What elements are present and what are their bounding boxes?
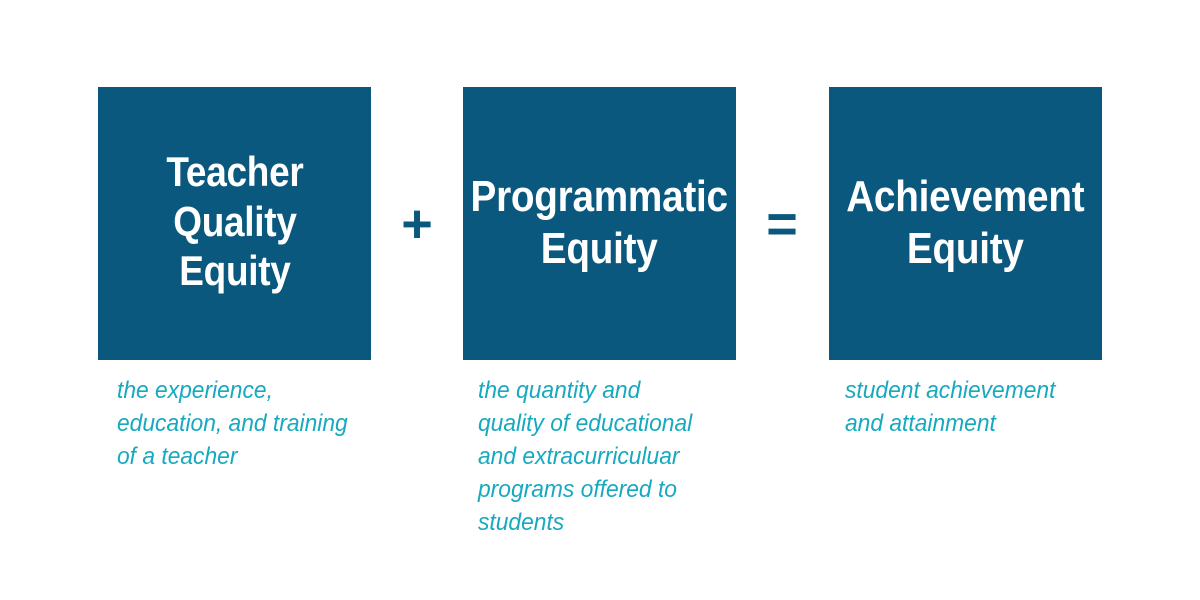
equation-term-teacher-quality-equity: Teacher Quality Equity bbox=[98, 87, 371, 360]
plus-icon: + bbox=[401, 193, 433, 254]
term-title-achievement-equity: Achievement Equity bbox=[846, 171, 1085, 273]
plus-operator: + bbox=[371, 87, 463, 360]
caption-teacher-quality-equity: the experience, education, and training … bbox=[117, 377, 348, 471]
equals-operator: = bbox=[736, 87, 828, 360]
term-title-programmatic-equity: Programmatic Equity bbox=[470, 171, 729, 273]
caption-programmatic-equity: the quantity and quality of educational … bbox=[478, 377, 693, 537]
equals-icon: = bbox=[766, 193, 798, 254]
equation-row: Teacher Quality Equity + Programmatic Eq… bbox=[0, 87, 1200, 360]
term-title-teacher-quality-equity: Teacher Quality Equity bbox=[165, 148, 304, 295]
equation-term-programmatic-equity: Programmatic Equity bbox=[463, 87, 736, 360]
caption-achievement-equity: student achievement and attainment bbox=[845, 377, 1056, 438]
equation-term-achievement-equity: Achievement Equity bbox=[829, 87, 1102, 360]
caption-row: the experience, education, and training … bbox=[0, 374, 1200, 574]
